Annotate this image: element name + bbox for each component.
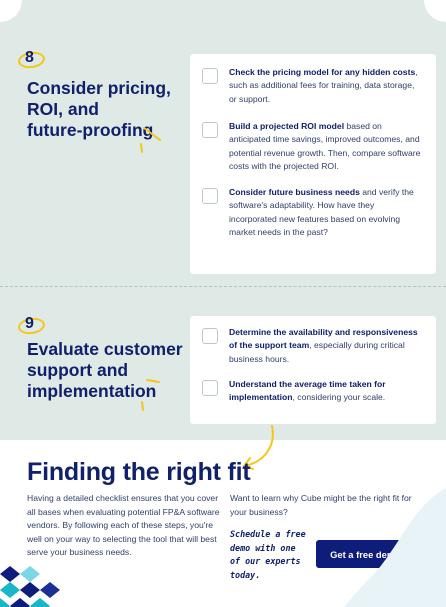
section-title-line: implementation (27, 381, 157, 401)
summary-paragraph: Having a detailed checklist ensures that… (27, 493, 220, 558)
checklist-item: Consider future business needs and verif… (202, 186, 424, 240)
section-title: Consider pricing, ROI, and future-proofi… (27, 78, 171, 141)
cta-intro-paragraph: Want to learn why Cube might be the righ… (230, 493, 412, 517)
section-title-line: future-proofing (27, 120, 154, 140)
sparkle-icon (141, 379, 160, 411)
checklist-item: Build a projected ROI model based on ant… (202, 120, 424, 174)
sparkle-icon (140, 127, 161, 153)
checklist-card: Check the pricing model for any hidden c… (190, 54, 436, 274)
checklist-item-text: Consider future business needs and verif… (229, 187, 414, 238)
section-number: 9 (25, 315, 34, 332)
checkbox[interactable] (202, 68, 218, 84)
checklist-item: Check the pricing model for any hidden c… (202, 66, 424, 106)
section-number: 8 (25, 49, 34, 66)
checklist-card: Determine the availability and responsiv… (190, 316, 436, 424)
checklist-item-text: Check the pricing model for any hidden c… (229, 67, 418, 104)
section-title: Evaluate customer support and implementa… (27, 339, 183, 402)
checkbox[interactable] (202, 328, 218, 344)
checklist-item-text: Understand the average time taken for im… (229, 379, 386, 403)
section-title-line: support and (27, 360, 129, 380)
section-title-line: Consider pricing, (27, 78, 171, 98)
wave-decoration (344, 488, 446, 607)
checklist-item: Understand the average time taken for im… (202, 378, 424, 405)
checklist-item-text: Determine the availability and responsiv… (229, 327, 418, 364)
checklist-item: Determine the availability and responsiv… (202, 326, 424, 366)
script-note: Schedule a free demo with one of our exp… (230, 529, 306, 580)
section-heading: Finding the right fit (27, 458, 251, 486)
section-title-line: ROI, and (27, 99, 99, 119)
checkbox[interactable] (202, 122, 218, 138)
checklist-item-text: Build a projected ROI model based on ant… (229, 121, 421, 172)
curved-arrow-icon (243, 425, 274, 470)
checkbox[interactable] (202, 380, 218, 396)
section-divider (0, 286, 446, 287)
checkbox[interactable] (202, 188, 218, 204)
section-title-line: Evaluate customer (27, 339, 183, 359)
diamond-pattern-decoration (0, 566, 60, 607)
